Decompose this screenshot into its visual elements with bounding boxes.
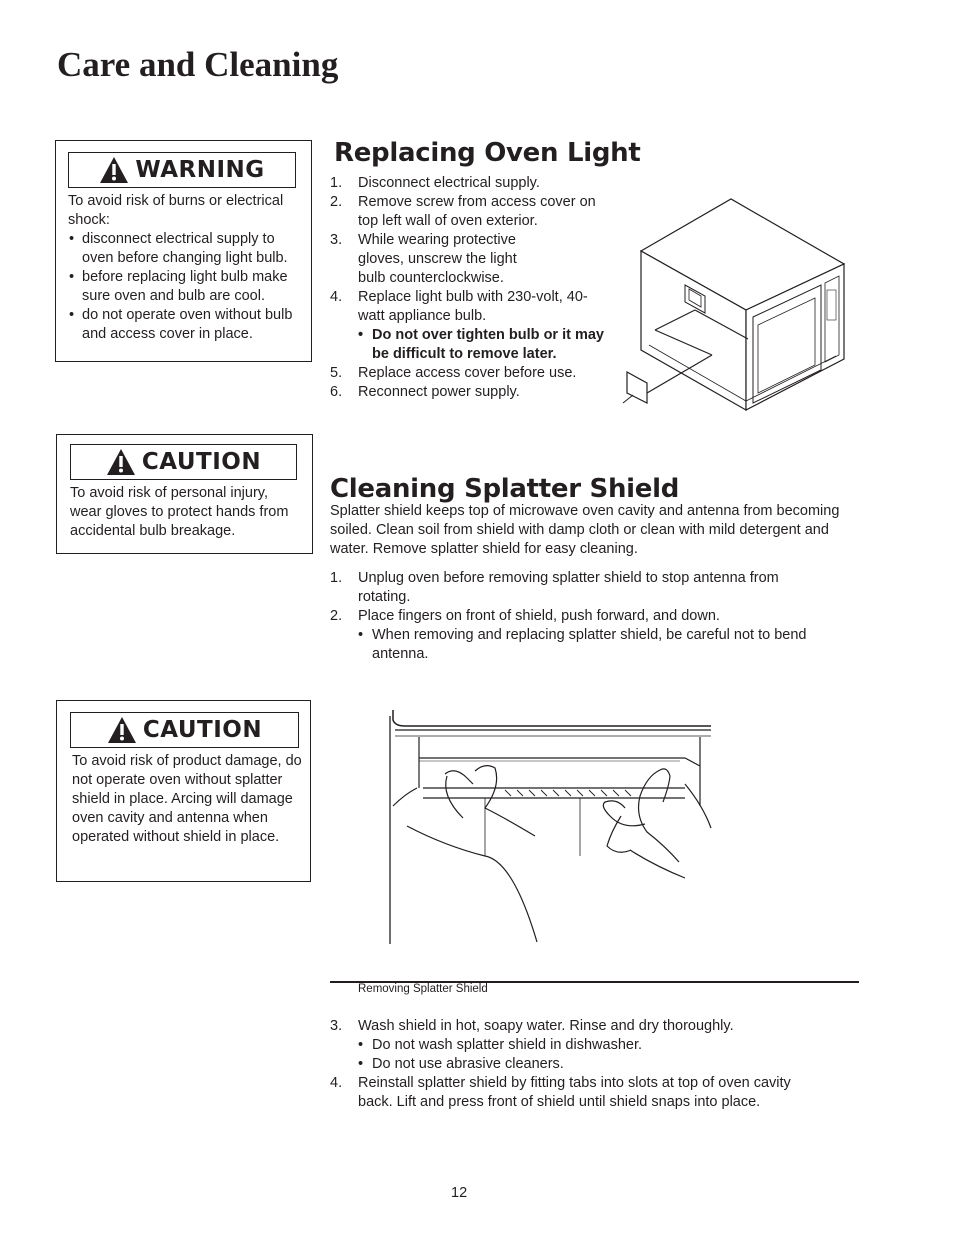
list-item: 2.Remove screw from access cover on top …	[330, 194, 596, 229]
warning-intro: To avoid risk of burns or electrical sho…	[68, 193, 284, 228]
list-item: 5.Replace access cover before use.	[330, 365, 577, 381]
section-heading-oven-light: Replacing Oven Light	[334, 138, 641, 168]
warning-item: do not operate oven without bulb and acc…	[68, 306, 306, 344]
oven-light-steps: 1.Disconnect electrical supply. 2.Remove…	[330, 174, 610, 402]
list-item: 3.Wash shield in hot, soapy water. Rinse…	[330, 1017, 850, 1074]
caution-triangle-icon	[106, 449, 135, 475]
list-item: 3.While wearing protective gloves, unscr…	[330, 232, 517, 286]
list-item: 6.Reconnect power supply.	[330, 384, 520, 400]
caution-body: To avoid risk of product damage, do not …	[72, 752, 304, 847]
warning-item: before replacing light bulb make sure ov…	[68, 268, 306, 306]
caution-body: To avoid risk of personal injury, wear g…	[70, 484, 302, 541]
splatter-shield-illustration	[389, 710, 712, 944]
caution-bullet: When removing and replacing splatter shi…	[358, 626, 850, 664]
list-item: 1.Unplug oven before removing splatter s…	[330, 570, 779, 605]
caution-box-shield: CAUTION To avoid risk of product damage,…	[56, 700, 311, 882]
list-item: 1.Disconnect electrical supply.	[330, 175, 540, 191]
warning-triangle-icon	[100, 157, 129, 183]
caution-text: To avoid risk of personal injury, wear g…	[70, 485, 289, 539]
caution-banner: CAUTION	[70, 712, 299, 748]
warning-label: WARNING	[135, 157, 265, 183]
figure-caption: Removing Splatter Shield	[358, 983, 488, 995]
list-item: 4.Reinstall splatter shield by fitting t…	[330, 1075, 791, 1110]
page-title: Care and Cleaning	[57, 45, 339, 84]
caution-text: To avoid risk of product damage, do not …	[72, 753, 302, 845]
warning-box: WARNING To avoid risk of burns or electr…	[55, 140, 312, 362]
splatter-steps-b: 3.Wash shield in hot, soapy water. Rinse…	[330, 1017, 850, 1112]
section-heading-splatter-shield: Cleaning Splatter Shield	[330, 474, 680, 504]
page-number: 12	[451, 1185, 468, 1201]
caution-bullet: Do not use abrasive cleaners.	[358, 1055, 850, 1074]
warning-note: Do not over tighten bulb or it may be di…	[358, 326, 610, 364]
caution-triangle-icon	[107, 717, 136, 743]
caution-label: CAUTION	[141, 449, 262, 475]
warning-body: To avoid risk of burns or electrical sho…	[68, 192, 306, 344]
warning-banner: WARNING	[68, 152, 296, 188]
list-item: 4.Replace light bulb with 230-volt, 40-w…	[330, 288, 610, 364]
caution-box-gloves: CAUTION To avoid risk of personal injury…	[56, 434, 313, 554]
figure-divider	[330, 981, 859, 983]
caution-bullet: Do not wash splatter shield in dishwashe…	[358, 1036, 850, 1055]
splatter-intro: Splatter shield keeps top of microwave o…	[330, 503, 840, 557]
oven-illustration	[622, 198, 846, 412]
warning-item: disconnect electrical supply to oven bef…	[68, 230, 306, 268]
caution-label: CAUTION	[142, 717, 263, 743]
list-item: 2.Place fingers on front of shield, push…	[330, 607, 850, 664]
caution-banner: CAUTION	[70, 444, 297, 480]
splatter-steps-a: 1.Unplug oven before removing splatter s…	[330, 569, 850, 664]
